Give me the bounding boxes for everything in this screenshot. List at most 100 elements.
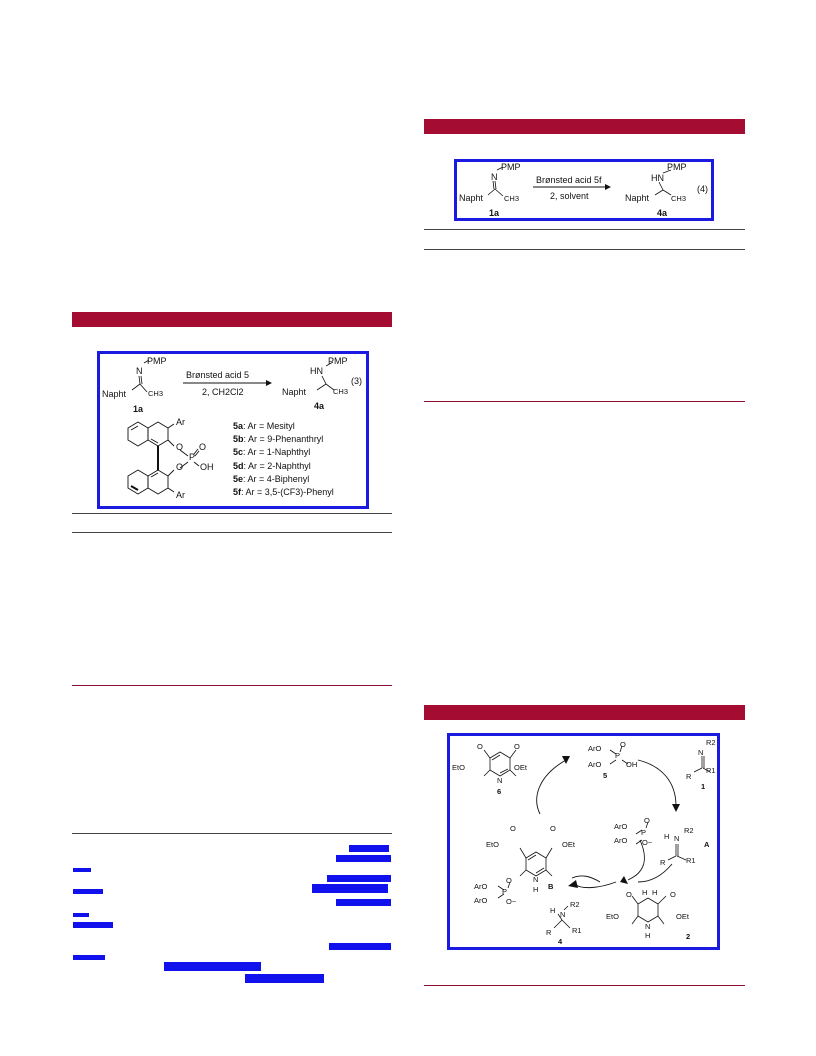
pyridine-o2: O: [550, 824, 556, 833]
eq3-product-amine: HN: [310, 366, 323, 376]
eq4-reagent-bottom: 2, solvent: [550, 191, 589, 201]
final-n: N: [497, 776, 503, 785]
eq3-reactant-substituent: PMP: [147, 356, 167, 366]
hantzsch-n: N: [645, 922, 651, 931]
eq3-reactant-n: N: [136, 366, 143, 376]
imine-r: R: [686, 772, 692, 781]
redacted-link[interactable]: [73, 913, 89, 917]
amine-n: N: [560, 910, 566, 919]
eq3-reactant-left: Napht: [102, 389, 127, 399]
catalyst-id: 5d: [233, 461, 244, 471]
eq4-product-right: CH3: [671, 194, 687, 203]
eq4-number: (4): [697, 184, 708, 194]
hantzsch-h1: H: [642, 888, 648, 897]
hantzsch-eto: EtO: [606, 912, 619, 921]
pyridine-eto: EtO: [486, 840, 499, 849]
amine-r1: R1: [572, 926, 582, 935]
reaction-scheme-eq3: PMP N Napht CH3 1a Brønsted acid 5 2, CH…: [97, 351, 369, 509]
ionpair-r2: R2: [684, 826, 694, 835]
catalyst-item: 5f: Ar = 3,5-(CF3)-Phenyl: [233, 487, 334, 497]
redacted-link[interactable]: [245, 974, 324, 983]
eq4-bonds: [487, 166, 672, 197]
binol-o-top: O: [176, 442, 184, 452]
eq3-reagent-bottom: 2, CH2Cl2: [202, 387, 244, 397]
scheme-end-rule-right: [424, 985, 745, 986]
ionpair-r: R: [660, 858, 666, 867]
eq4-reactant-label: 1a: [489, 208, 500, 218]
amine-h: H: [550, 906, 556, 915]
eq4-reactant-right: CH3: [504, 194, 520, 203]
eq4-product-label: 4a: [657, 208, 668, 218]
redacted-link[interactable]: [336, 899, 391, 906]
redacted-link[interactable]: [349, 845, 389, 852]
table-end-rule-left: [72, 685, 392, 686]
ionpair-aro-2: ArO: [614, 836, 628, 845]
catalyst-item: 5a: Ar = Mesityl: [233, 421, 295, 431]
ionpair-r1: R1: [686, 856, 696, 865]
catalyst-item: 5d: Ar = 2-Naphthyl: [233, 461, 311, 471]
section-header-bar-right-top: [424, 119, 745, 134]
redacted-link[interactable]: [312, 884, 388, 893]
redacted-link[interactable]: [73, 955, 105, 960]
redacted-link[interactable]: [336, 855, 391, 862]
product-aro-1: ArO: [474, 882, 488, 891]
hantzsch-oet: OEt: [676, 912, 689, 921]
ionpair-p: P: [641, 828, 647, 837]
product-p: P: [502, 887, 508, 896]
amine-r: R: [546, 928, 552, 937]
references-rule: [72, 833, 392, 834]
table-rule-header-left: [72, 532, 392, 533]
redacted-link[interactable]: [73, 889, 103, 894]
catalyst-item: 5e: Ar = 4-Biphenyl: [233, 474, 309, 484]
catalyst-text: : Ar = 2-Naphthyl: [243, 461, 311, 471]
section-header-bar-right-bottom: [424, 705, 745, 720]
catalyst-id: 5f: [233, 487, 242, 497]
cat-p: P: [615, 751, 621, 760]
eq3-reactant-right: CH3: [148, 389, 164, 398]
eq3-reactant-label: 1a: [133, 404, 144, 414]
binol-p: P: [189, 452, 196, 462]
cycle-arrows-and-bonds: [483, 745, 711, 929]
eq3-reagent-top: Brønsted acid 5: [186, 370, 250, 380]
eq4-reactant-left: Napht: [459, 193, 484, 203]
eq4-product-amine: HN: [651, 173, 664, 183]
redacted-link[interactable]: [73, 922, 113, 928]
redacted-link[interactable]: [327, 875, 391, 882]
amine-label: 4: [558, 937, 563, 946]
catalyst-text: : Ar = 3,5-(CF3)-Phenyl: [241, 487, 334, 497]
ionpair-aro-1: ArO: [614, 822, 628, 831]
ionpair-label: A: [704, 840, 710, 849]
pyridine-n: N: [533, 875, 539, 884]
pyridine-oet: OEt: [562, 840, 575, 849]
eq4-product-left: Napht: [625, 193, 650, 203]
catalyst-item: 5c: Ar = 1-Naphthyl: [233, 447, 310, 457]
product-aro-2: ArO: [474, 896, 488, 905]
eq4-reactant-n: N: [491, 172, 498, 182]
hantzsch-h2: H: [652, 888, 658, 897]
redacted-link[interactable]: [73, 868, 91, 872]
cat-o: O: [620, 740, 626, 749]
ionpair-o: O: [644, 816, 650, 825]
eq3-product-right: CH3: [333, 387, 349, 396]
imine-label: 1: [701, 782, 706, 791]
pyridine-h: H: [533, 885, 539, 894]
pyridine-o1: O: [510, 824, 516, 833]
binol-phosphoric-acid-structure: [127, 421, 200, 495]
hantzsch-o1: O: [626, 890, 632, 899]
table-rule-top-right: [424, 229, 745, 230]
redacted-link[interactable]: [164, 962, 261, 971]
catalyst-id: 5e: [233, 474, 244, 484]
catalyst-text: : Ar = 4-Biphenyl: [243, 474, 310, 484]
final-o1: O: [477, 742, 483, 751]
cat-oh: OH: [626, 760, 638, 769]
final-o2: O: [514, 742, 520, 751]
hantzsch-nh: H: [645, 931, 651, 940]
table-end-rule-right: [424, 401, 745, 402]
ionpair-n: N: [674, 834, 680, 843]
ionpair-ominus: O−: [642, 838, 653, 847]
catalyst-id: 5c: [233, 447, 244, 457]
binol-ar-bottom: Ar: [176, 490, 185, 500]
table-rule-header-right: [424, 249, 745, 250]
cat-aro-2: ArO: [588, 760, 602, 769]
redacted-link[interactable]: [329, 943, 391, 950]
